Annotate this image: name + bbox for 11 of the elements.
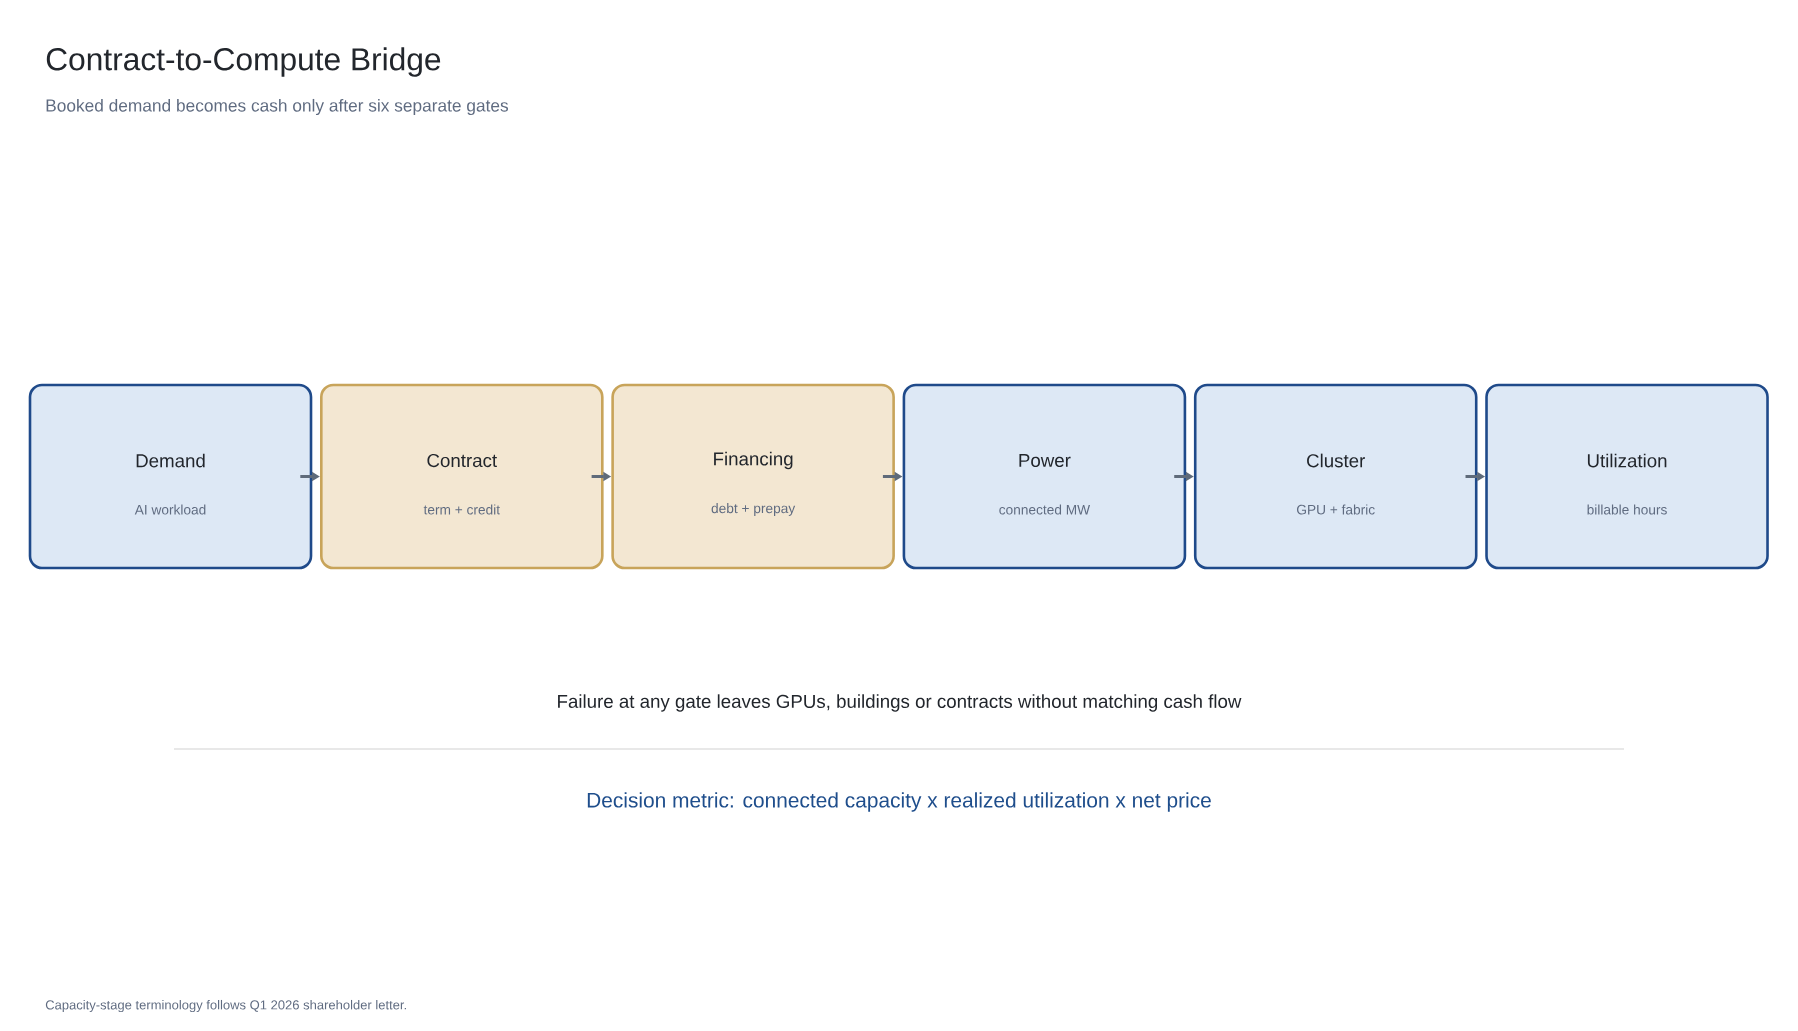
- stage-box: Contract term + credit: [320, 383, 604, 570]
- subtitle: Booked demand becomes cash only after six separate gates: [46, 98, 509, 116]
- footnote: Capacity-stage terminology follows Q1 2026 shareholder letter.: [45, 999, 406, 1013]
- stage-box: Financing debt + prepay: [611, 383, 895, 570]
- stage-box: Demand AI workload: [28, 383, 313, 570]
- note: Failure at any gate leaves GPUs, buildings or contracts without matching cash flow: [558, 694, 1242, 712]
- title: Contract-to-Compute Bridge: [46, 47, 441, 77]
- stage-box: Utilization billable hours: [1485, 383, 1769, 570]
- decision-metric: Decision metric: connected capacity x realized utilization x net price: [587, 792, 1211, 812]
- stage-box: Cluster GPU + fabric: [1193, 383, 1478, 570]
- stage-box: Power connected MW: [902, 383, 1187, 570]
